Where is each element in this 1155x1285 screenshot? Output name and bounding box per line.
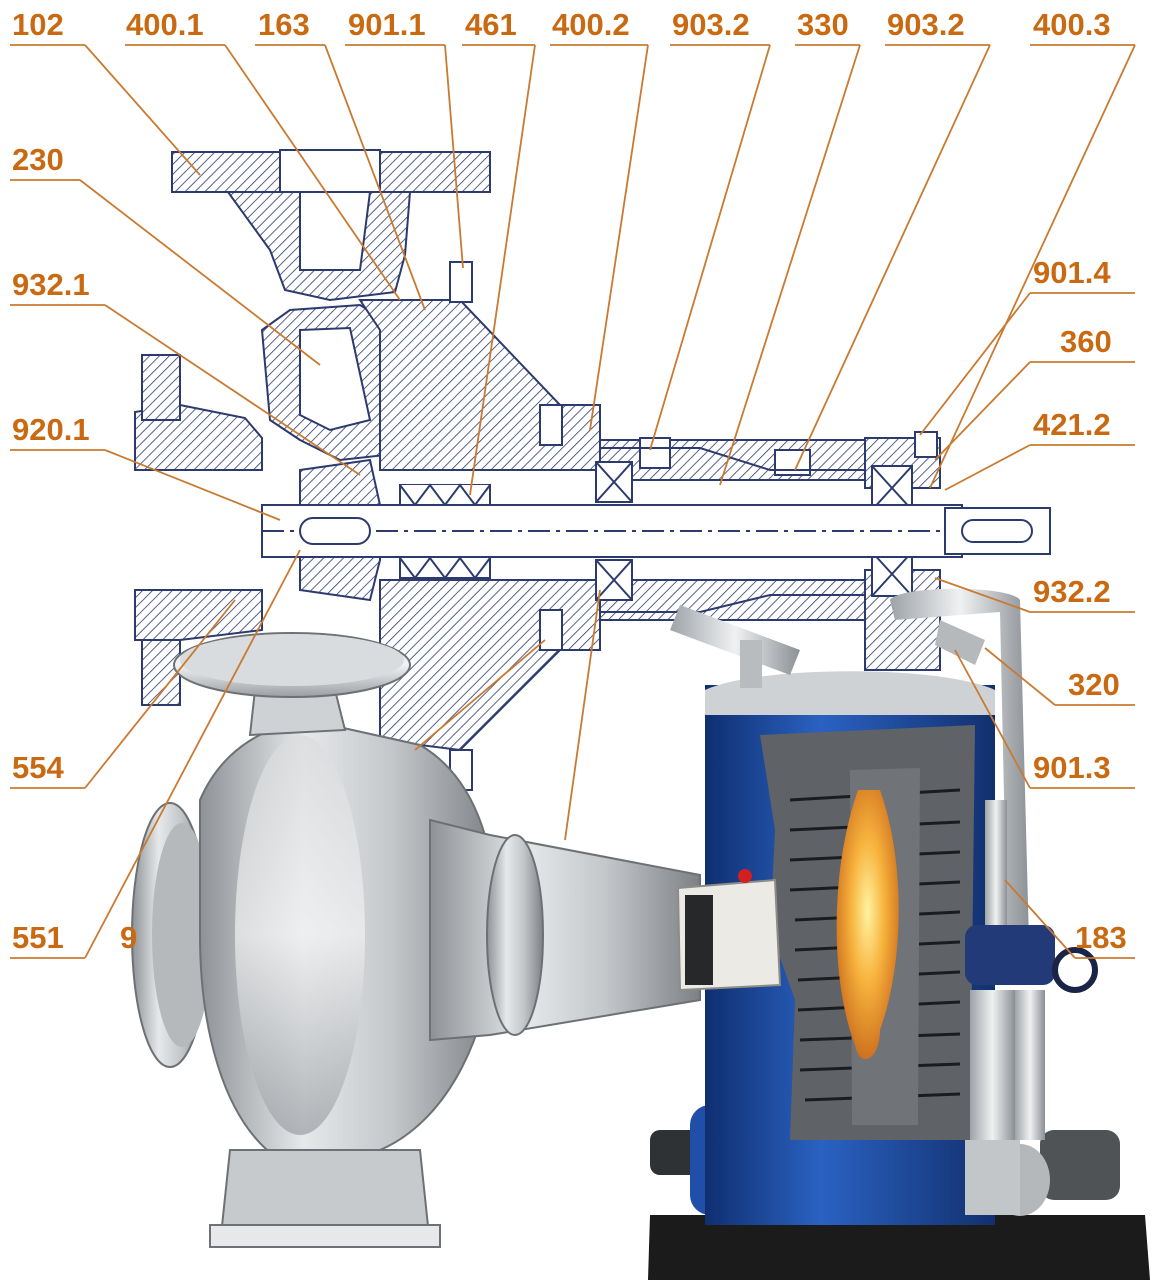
callout-920-1: 920.1 [12,413,90,447]
callout-text: 554 [12,750,64,785]
callout-text: 932.2 [1033,574,1111,609]
callout-102: 102 [12,8,64,42]
flame-shape [836,790,899,1060]
callout-text: 901.4 [1033,255,1111,290]
callout-text: 551 [12,920,64,955]
callout-text: 183 [1075,920,1127,955]
callout-text: 230 [12,142,64,177]
callout-903-2-second: 903.2 [887,8,965,42]
callout-230: 230 [12,143,64,177]
callout-551: 551 [12,921,64,955]
callout-903-2: 903.2 [672,8,750,42]
callout-text: 400.1 [126,7,204,42]
leader-lines [10,44,1136,959]
callout-9-partial: 9 [120,921,137,955]
callout-360: 360 [1060,325,1112,359]
callout-901-4: 901.4 [1033,256,1111,290]
callout-183: 183 [1075,921,1127,955]
callout-901-3: 901.3 [1033,751,1111,785]
callout-text: 932.1 [12,267,90,302]
pump-cross-section [134,149,1051,791]
callout-text: 421.2 [1033,407,1111,442]
callout-932-2: 932.2 [1033,575,1111,609]
callout-text: 400.2 [552,7,630,42]
callout-text: 330 [797,7,849,42]
callout-text: 461 [465,7,517,42]
callout-320: 320 [1068,668,1120,702]
callout-text: 901.1 [348,7,426,42]
callout-421-2: 421.2 [1033,408,1111,442]
callout-400-2: 400.2 [552,8,630,42]
callout-text: 102 [12,7,64,42]
callout-400-1: 400.1 [126,8,204,42]
callout-330: 330 [797,8,849,42]
callout-554: 554 [12,751,64,785]
boiler-photo [648,588,1150,1280]
callout-text: 920.1 [12,412,90,447]
callout-461: 461 [465,8,517,42]
callout-163: 163 [258,8,310,42]
callout-text: 903.2 [887,7,965,42]
callout-text: 901.3 [1033,750,1111,785]
callout-text: 400.3 [1033,7,1111,42]
callout-932-1: 932.1 [12,268,90,302]
callout-text: 163 [258,7,310,42]
callout-text: 9 [120,920,138,955]
pump-photo [131,632,701,1248]
callout-901-1: 901.1 [348,8,426,42]
callout-text: 903.2 [672,7,750,42]
callout-400-3: 400.3 [1033,8,1111,42]
callout-text: 320 [1068,667,1120,702]
callout-text: 360 [1060,324,1112,359]
